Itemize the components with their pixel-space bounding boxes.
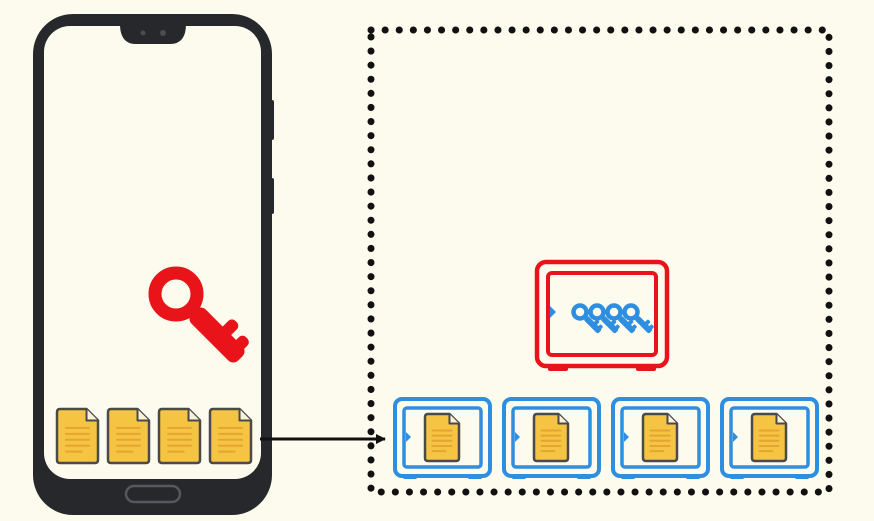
phone-screen (44, 26, 261, 479)
document-icon (532, 412, 570, 463)
safe-foot (548, 364, 568, 371)
document-icon (641, 412, 679, 463)
storage-safe (502, 397, 601, 479)
storage-safe (720, 397, 819, 479)
stored-key-icon (605, 303, 637, 334)
storage-vaults (393, 397, 819, 479)
stored-keys (571, 303, 654, 334)
storage-safe (393, 397, 492, 479)
safe-foot (403, 474, 417, 479)
safe-foot (795, 474, 809, 479)
phone-side-button (268, 100, 274, 140)
key-vault-safe (534, 259, 670, 371)
safe-foot (577, 474, 591, 479)
safe-hinge-icon (515, 432, 520, 442)
document-icon (55, 407, 100, 465)
safe-foot (636, 364, 656, 371)
document-icon (750, 412, 788, 463)
storage-safe (611, 397, 710, 479)
safe-foot (512, 474, 526, 479)
phone-home-button (124, 484, 182, 504)
stored-key-icon (588, 303, 620, 334)
document-icon (157, 407, 202, 465)
key-icon (148, 266, 249, 363)
safe-foot (468, 474, 482, 479)
safe-hinge-icon (406, 432, 411, 442)
safe-hinge-icon (550, 306, 556, 318)
document-icon (423, 412, 461, 463)
phone-notch (120, 24, 186, 44)
phone-documents (55, 407, 253, 465)
document-icon (208, 407, 253, 465)
safe-foot (730, 474, 744, 479)
safe-hinge-icon (733, 432, 738, 442)
safe-foot (686, 474, 700, 479)
smartphone (33, 14, 274, 515)
document-icon (106, 407, 151, 465)
cloud-boundary (367, 26, 833, 496)
stored-key-icon (571, 303, 603, 334)
phone-side-button (268, 178, 274, 214)
safe-hinge-icon (624, 432, 629, 442)
stored-key-icon (622, 303, 654, 334)
safe-foot (621, 474, 635, 479)
